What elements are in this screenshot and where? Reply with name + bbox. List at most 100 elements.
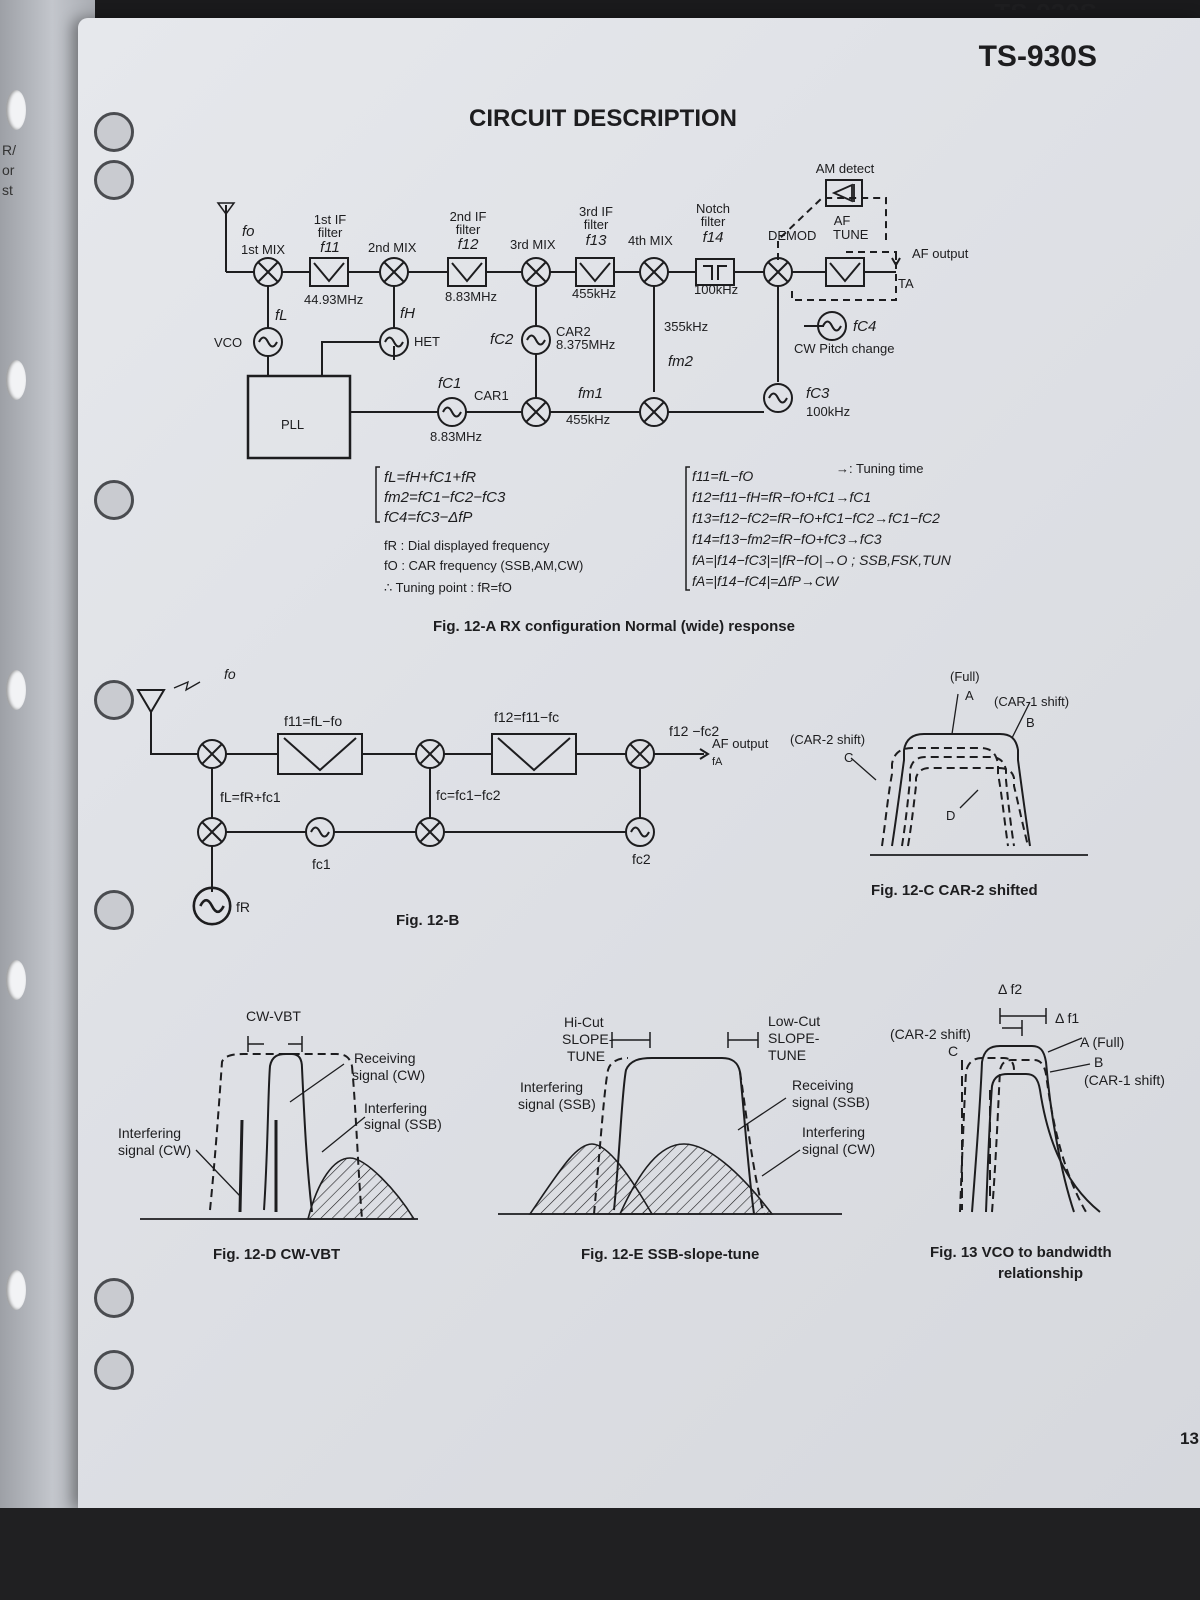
- svg-text:AF: AF: [834, 213, 851, 228]
- svg-text:AF output: AF output: [912, 246, 969, 261]
- svg-text:(CAR-1 shift): (CAR-1 shift): [1084, 1072, 1165, 1088]
- model-number-cut: TS-930S: [994, 0, 1097, 28]
- svg-text:C: C: [948, 1043, 958, 1059]
- svg-text:8.375MHz: 8.375MHz: [556, 337, 615, 352]
- svg-text:fH: fH: [400, 305, 415, 322]
- fig-12d-labels: CW-VBT Receiving signal (CW) Interfering…: [118, 1008, 442, 1158]
- svg-text:2nd MIX: 2nd MIX: [368, 240, 417, 255]
- svg-text:3rd MIX: 3rd MIX: [510, 237, 556, 252]
- fig-13-caption: Fig. 13 VCO to bandwidth: [930, 1244, 1112, 1261]
- svg-text:AF output: AF output: [712, 736, 769, 751]
- svg-text:SLOPE-: SLOPE-: [562, 1031, 614, 1047]
- svg-text:fm2=fC1−fC2−fC3: fm2=fC1−fC2−fC3: [384, 489, 506, 506]
- binder-hole: [6, 1270, 26, 1310]
- svg-text:B: B: [1094, 1054, 1103, 1070]
- svg-text:→: Tuning time: →: Tuning time: [836, 461, 923, 476]
- svg-text:VCO: VCO: [214, 335, 242, 350]
- svg-text:f12=f11−fH=fR−fO+fC1→fC1: f12=f11−fH=fR−fO+fC1→fC1: [692, 489, 871, 505]
- page-title: CIRCUIT DESCRIPTION: [469, 105, 737, 132]
- svg-text:Low-Cut: Low-Cut: [768, 1013, 820, 1029]
- svg-text:fo: fo: [224, 666, 236, 682]
- svg-text:fR: fR: [236, 899, 250, 915]
- svg-text:fo: fo: [242, 223, 255, 240]
- svg-text:Interfering: Interfering: [118, 1125, 181, 1141]
- fig-12e-caption: Fig. 12-E SSB-slope-tune: [581, 1246, 759, 1263]
- svg-text:signal (CW): signal (CW): [352, 1067, 425, 1083]
- svg-text:fR : Dial displayed frequency: fR : Dial displayed frequency: [384, 538, 550, 553]
- fig-13-labels: Δ f2 Δ f1 (CAR-2 shift) C A (Full) B (CA…: [890, 981, 1165, 1088]
- binder-hole: [6, 960, 26, 1000]
- svg-text:A: A: [965, 688, 974, 703]
- svg-text:fc1: fc1: [312, 856, 331, 872]
- svg-text:filter: filter: [456, 222, 481, 237]
- svg-text:f11=fL−fO: f11=fL−fO: [692, 468, 753, 484]
- fig-12d-cw-vbt-curves: [140, 1036, 418, 1220]
- svg-text:100kHz: 100kHz: [806, 404, 850, 419]
- svg-text:Interfering: Interfering: [520, 1079, 583, 1095]
- svg-text:fL=fR+fc1: fL=fR+fc1: [220, 789, 281, 805]
- svg-text:fA: fA: [712, 756, 723, 768]
- svg-text:fm1: fm1: [578, 385, 603, 402]
- svg-text:SLOPE-: SLOPE-: [768, 1030, 820, 1046]
- svg-text:HET: HET: [414, 334, 440, 349]
- fig-12c-caption: Fig. 12-C CAR-2 shifted: [871, 882, 1038, 899]
- svg-text:PLL: PLL: [281, 417, 304, 432]
- table-background: [0, 1508, 1200, 1600]
- svg-text:Δ f2: Δ f2: [998, 981, 1022, 997]
- svg-text:filter: filter: [701, 214, 726, 229]
- svg-text:f13: f13: [586, 232, 608, 249]
- svg-text:(CAR-2 shift): (CAR-2 shift): [790, 732, 865, 747]
- binder-ring: [94, 160, 134, 200]
- svg-text:fL=fH+fC1+fR: fL=fH+fC1+fR: [384, 469, 476, 486]
- svg-text:Hi-Cut: Hi-Cut: [564, 1014, 604, 1030]
- svg-text:TUNE: TUNE: [833, 227, 869, 242]
- binder-ring: [94, 1278, 134, 1318]
- svg-text:DEMOD: DEMOD: [768, 228, 816, 243]
- svg-text:C: C: [844, 750, 853, 765]
- svg-text:f14: f14: [703, 229, 724, 246]
- facing-page-text: R/: [2, 142, 16, 158]
- svg-text:1st IF: 1st IF: [314, 212, 347, 227]
- svg-text:CAR2: CAR2: [556, 324, 591, 339]
- svg-text:filter: filter: [318, 225, 343, 240]
- svg-text:f12 −fc2: f12 −fc2: [669, 723, 719, 739]
- svg-text:8.83MHz: 8.83MHz: [430, 429, 482, 444]
- svg-text:44.93MHz: 44.93MHz: [304, 292, 363, 307]
- svg-text:fc=fc1−fc2: fc=fc1−fc2: [436, 787, 501, 803]
- model-number: TS-930S: [979, 40, 1097, 73]
- fig-12b-caption: Fig. 12-B: [396, 912, 460, 929]
- svg-text:TUNE: TUNE: [567, 1048, 605, 1064]
- svg-text:D: D: [946, 808, 955, 823]
- svg-text:CAR1: CAR1: [474, 388, 509, 403]
- svg-text:(CAR-2 shift): (CAR-2 shift): [890, 1026, 971, 1042]
- svg-text:2nd IF: 2nd IF: [450, 209, 487, 224]
- facing-page-text: st: [2, 182, 13, 198]
- fig-12a-caption: Fig. 12-A RX configuration Normal (wide)…: [433, 618, 795, 635]
- svg-text:fL: fL: [275, 307, 288, 324]
- binder-ring: [94, 680, 134, 720]
- svg-text:(CAR-1 shift): (CAR-1 shift): [994, 694, 1069, 709]
- manual-page: [78, 18, 1200, 1508]
- fig-12d-caption: Fig. 12-D CW-VBT: [213, 1246, 340, 1263]
- svg-text:f12: f12: [458, 236, 480, 253]
- fig-12a-components: [253, 257, 865, 427]
- svg-text:fO : CAR frequency (SSB,AM,CW): fO : CAR frequency (SSB,AM,CW): [384, 558, 583, 573]
- svg-text:filter: filter: [584, 217, 609, 232]
- svg-text:fm2: fm2: [668, 353, 694, 370]
- svg-text:1st MIX: 1st MIX: [241, 242, 285, 257]
- svg-text:4th MIX: 4th MIX: [628, 233, 673, 248]
- binder-hole: [6, 90, 26, 130]
- svg-text:8.83MHz: 8.83MHz: [445, 289, 497, 304]
- svg-text:Interfering: Interfering: [802, 1124, 865, 1140]
- binder-hole: [6, 670, 26, 710]
- fig-12e-slope-curves: [498, 1032, 842, 1215]
- fig-12a-equations: fL=fH+fC1+fR fm2=fC1−fC2−fC3 fC4=fC3−ΔfP…: [375, 461, 952, 595]
- svg-text:TUNE: TUNE: [768, 1047, 806, 1063]
- svg-text:signal (SSB): signal (SSB): [518, 1096, 596, 1112]
- svg-text:Receiving: Receiving: [792, 1077, 853, 1093]
- svg-text:A (Full): A (Full): [1080, 1034, 1124, 1050]
- svg-text:455kHz: 455kHz: [566, 412, 610, 427]
- fig-13-caption-line2: relationship: [998, 1265, 1083, 1282]
- svg-text:f11: f11: [320, 239, 340, 256]
